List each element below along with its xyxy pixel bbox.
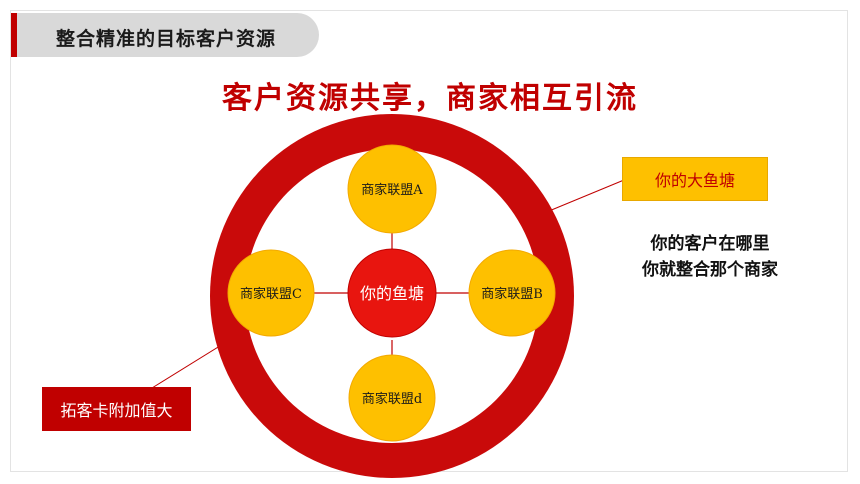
side-text-line2: 你就整合那个商家 <box>642 260 778 280</box>
header-title: 整合精准的目标客户资源 <box>56 28 277 50</box>
node-right: 商家联盟B <box>468 249 556 337</box>
node-bottom-label: 商家联盟d <box>362 391 422 407</box>
node-top-label: 商家联盟A <box>361 182 423 198</box>
big-pond-callout: 你的大鱼塘 <box>622 157 768 201</box>
center-node: 你的鱼塘 <box>347 248 437 338</box>
node-bottom: 商家联盟d <box>348 354 436 442</box>
node-top: 商家联盟A <box>347 144 437 234</box>
side-text-line1: 你的客户在哪里 <box>650 234 770 254</box>
center-node-label: 你的鱼塘 <box>360 284 424 303</box>
main-title: 客户资源共享，商家相互引流 <box>222 81 638 116</box>
node-right-label: 商家联盟B <box>481 286 543 302</box>
node-left: 商家联盟C <box>227 249 315 337</box>
card-value-callout: 拓客卡附加值大 <box>42 387 191 431</box>
header-accent <box>11 13 17 57</box>
node-left-label: 商家联盟C <box>240 286 302 302</box>
header-bar <box>11 13 319 57</box>
